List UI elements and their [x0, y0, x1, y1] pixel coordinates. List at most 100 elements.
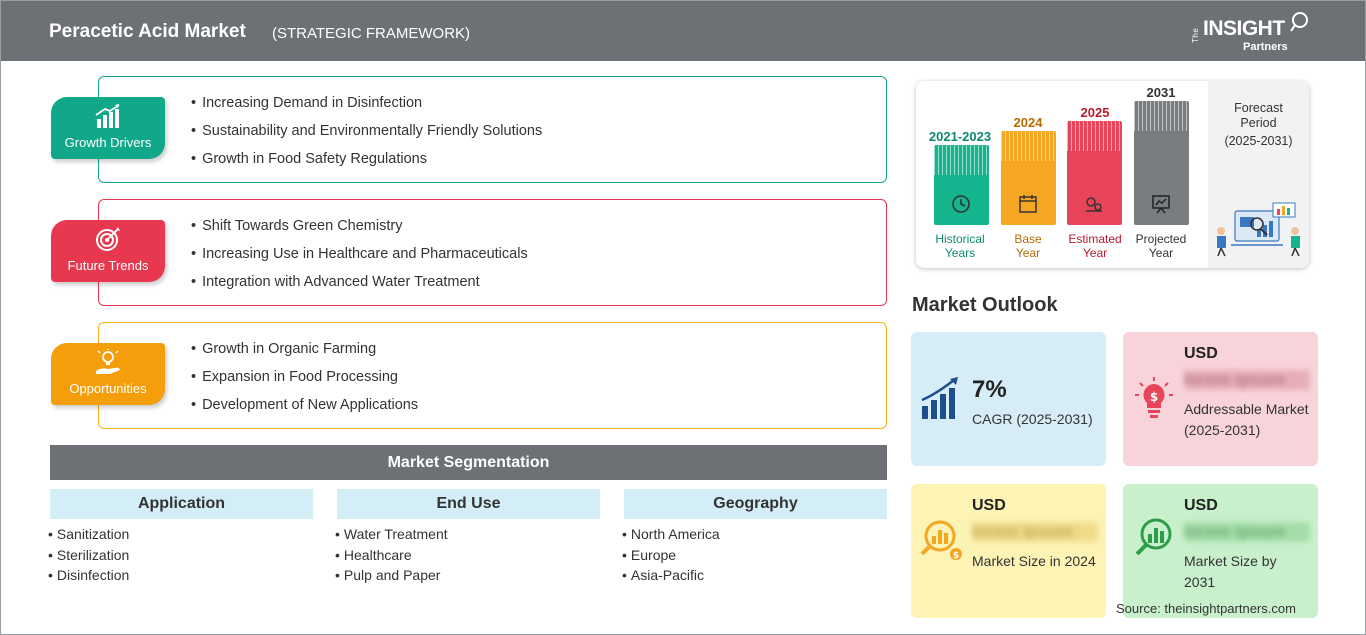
list-item: Sustainability and Environmentally Frien… [191, 123, 542, 151]
list-item: Pulp and Paper [335, 567, 448, 588]
segment-application-header: Application [50, 489, 313, 519]
market-size-2024-label: Market Size in 2024 [972, 553, 1096, 569]
timeline-year-estimated: 2025 [1080, 105, 1110, 120]
list-item: North America [622, 526, 720, 547]
list-item: Growth in Organic Farming [191, 341, 418, 369]
growth-drivers-list: Increasing Demand in Disinfection Sustai… [191, 95, 542, 179]
segment-end-use-header: End Use [337, 489, 600, 519]
label-line: Estimated [1068, 232, 1122, 246]
list-item: Sterilization [48, 547, 129, 568]
growth-drivers-tag: Growth Drivers [51, 97, 165, 159]
timeline-year-historical: 2021-2023 [928, 129, 992, 144]
list-item: Increasing Use in Healthcare and Pharmac… [191, 246, 528, 274]
addressable-market-value-blurred: lorem ipsum [1184, 370, 1310, 390]
opportunities-tag: Opportunities [51, 343, 165, 405]
segment-geography-list: North America Europe Asia-Pacific [622, 526, 720, 588]
estimate-gears-icon [1086, 197, 1102, 212]
addressable-market-currency: USD [1184, 345, 1218, 362]
target-icon [96, 227, 120, 251]
list-item: Growth in Food Safety Regulations [191, 151, 542, 179]
timeline-bar-historical [934, 145, 989, 225]
list-item: Increasing Demand in Disinfection [191, 95, 542, 123]
market-size-2031-card: USD lorem ipsum Market Size by 2031 [1123, 484, 1318, 618]
cagr-card: 7% CAGR (2025-2031) [911, 332, 1106, 466]
list-item: Disinfection [48, 567, 129, 588]
insight-partners-logo[interactable]: The INSIGHT Partners [1191, 11, 1311, 53]
timeline-bar-projected [1134, 101, 1189, 225]
growth-magnifier-icon [1135, 518, 1172, 556]
calendar-icon [1019, 195, 1037, 213]
page-header: Peracetic Acid Market (STRATEGIC FRAMEWO… [1, 1, 1365, 61]
timeline-year-base: 2024 [1013, 115, 1043, 130]
forecast-period-title: Forecast Period [1234, 101, 1283, 130]
svg-text:$: $ [1150, 390, 1158, 404]
growth-chart-icon [95, 104, 120, 128]
analyst-illustration-icon [1217, 202, 1300, 257]
future-trends-list: Shift Towards Green Chemistry Increasing… [191, 218, 528, 302]
svg-text:$: $ [953, 551, 959, 561]
history-clock-icon [952, 195, 970, 213]
page-subtitle: (STRATEGIC FRAMEWORK) [272, 25, 471, 42]
opportunities-label: Opportunities [69, 381, 147, 396]
presentation-board-icon [1152, 195, 1170, 214]
opportunities-list: Growth in Organic Farming Expansion in F… [191, 341, 418, 425]
segment-geography-header: Geography [624, 489, 887, 519]
timeline-label-base: Base Year [988, 232, 1068, 260]
label-line: Historical [935, 232, 985, 246]
growth-drivers-box: Increasing Demand in Disinfection Sustai… [98, 76, 887, 183]
logo-insight-text: INSIGHT [1203, 17, 1285, 40]
label-line: Projected [1135, 232, 1187, 246]
list-item: Europe [622, 547, 720, 568]
list-item: Shift Towards Green Chemistry [191, 218, 528, 246]
growth-drivers-label: Growth Drivers [64, 135, 152, 150]
timeline-bar-base [1001, 131, 1056, 225]
label-line: Base [1014, 232, 1042, 246]
market-size-2031-label: Market Size by 2031 [1184, 553, 1277, 590]
logo-partners-text: Partners [1243, 41, 1288, 53]
list-item: Development of New Applications [191, 397, 418, 425]
market-size-2031-currency: USD [1184, 497, 1218, 514]
logo-the-text: The [1191, 27, 1200, 43]
market-size-2031-value-blurred: lorem ipsum [1184, 522, 1310, 542]
label-line: Year [1082, 246, 1108, 260]
page-title: Peracetic Acid Market [49, 21, 246, 42]
cagr-label: CAGR (2025-2031) [972, 411, 1093, 427]
segment-application-list: Sanitization Sterilization Disinfection [48, 526, 129, 588]
list-item: Water Treatment [335, 526, 448, 547]
forecast-period-range: (2025-2031) [1224, 134, 1293, 148]
logo-magnifier-icon [1290, 12, 1308, 32]
timeline-bar-estimated [1067, 121, 1122, 225]
opportunities-box: Growth in Organic Farming Expansion in F… [98, 322, 887, 429]
future-trends-box: Shift Towards Green Chemistry Increasing… [98, 199, 887, 306]
dollar-bulb-icon: $ [1135, 377, 1173, 418]
list-item: Sanitization [48, 526, 129, 547]
label-line: Year [1015, 246, 1041, 260]
market-size-2024-currency: USD [972, 497, 1006, 514]
label-line: Years [944, 246, 976, 260]
timeline-label-historical: Historical Years [920, 232, 1000, 260]
future-trends-tag: Future Trends [51, 220, 165, 282]
market-size-2024-value-blurred: lorem ipsum [972, 522, 1098, 542]
cagr-value: 7% [972, 376, 1007, 403]
timeline-panel: 2021-2023 Historical Years 2024 Base [916, 81, 1309, 268]
market-segmentation-header: Market Segmentation [50, 445, 887, 480]
money-chart-magnifier-icon: $ [920, 520, 962, 561]
timeline-label-projected: Projected Year [1121, 232, 1201, 260]
market-size-2024-card: $ USD lorem ipsum Market Size in 2024 [911, 484, 1106, 618]
market-outlook-title: Market Outlook [912, 294, 1058, 316]
timeline-label-estimated: Estimated Year [1055, 232, 1135, 260]
addressable-market-card: $ USD lorem ipsum Addressable Market (20… [1123, 332, 1318, 466]
label-line: Year [1148, 246, 1174, 260]
lightbulb-hand-icon [96, 349, 120, 374]
growth-arrow-chart-icon [921, 377, 958, 419]
segment-end-use-list: Water Treatment Healthcare Pulp and Pape… [335, 526, 448, 588]
timeline-year-projected: 2031 [1146, 85, 1176, 100]
list-item: Healthcare [335, 547, 448, 568]
future-trends-label: Future Trends [67, 258, 149, 273]
addressable-market-label: Addressable Market (2025-2031) [1184, 401, 1309, 438]
list-item: Integration with Advanced Water Treatmen… [191, 274, 528, 302]
list-item: Expansion in Food Processing [191, 369, 418, 397]
source-credit: Source: theinsightpartners.com [1116, 601, 1296, 616]
list-item: Asia-Pacific [622, 567, 720, 588]
